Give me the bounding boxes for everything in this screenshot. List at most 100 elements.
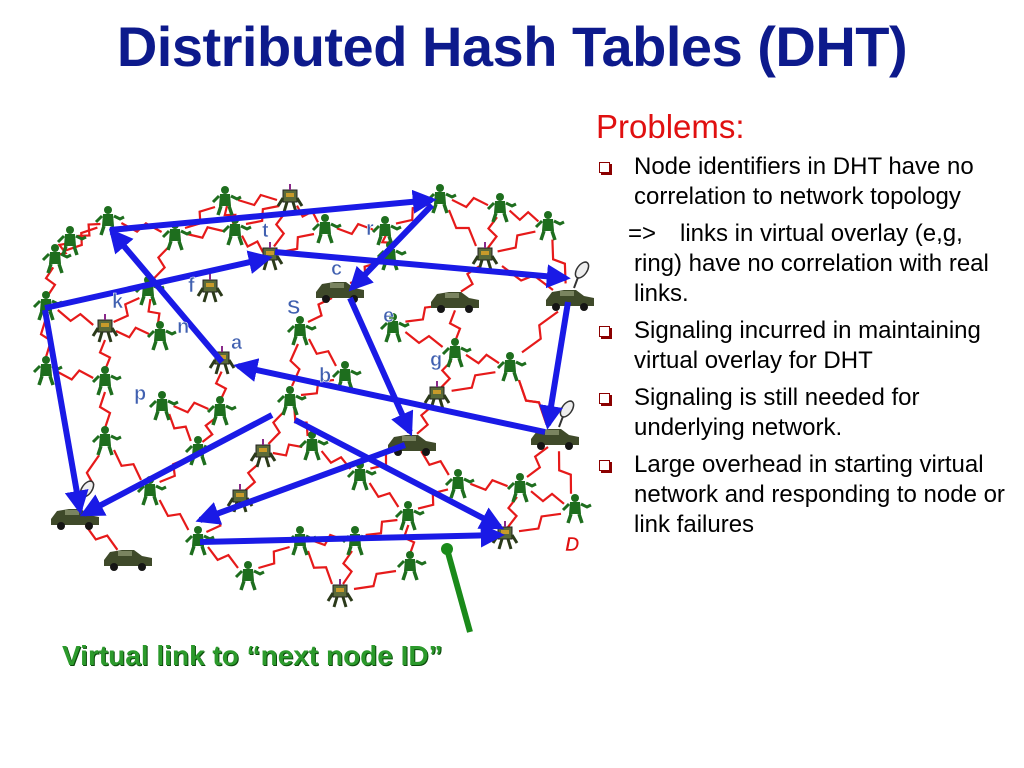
physical-link	[557, 451, 573, 494]
subnote-arrow: =>	[628, 220, 657, 247]
node-label-k: k	[112, 291, 124, 313]
robot-icon	[256, 242, 284, 271]
caption-pointer	[441, 543, 473, 633]
robot-icon	[196, 274, 224, 303]
soldier-icon	[276, 386, 307, 416]
physical-link	[416, 405, 433, 435]
physical-link	[158, 499, 190, 531]
physical-link	[115, 326, 150, 339]
soldier-icon	[206, 396, 237, 426]
vehicle-icon	[104, 550, 152, 571]
physical-links	[39, 193, 573, 591]
physical-link	[497, 230, 536, 253]
physical-link	[243, 463, 260, 492]
physical-link	[258, 545, 290, 570]
robot-icon	[326, 579, 354, 608]
physical-link	[517, 379, 548, 424]
problem-item: Signaling incurred in maintaining virtua…	[596, 316, 1016, 376]
problems-panel: Problems: Node identifiers in DHT have n…	[596, 108, 1016, 547]
physical-link	[320, 450, 352, 470]
slide-title: Distributed Hash Tables (DHT)	[116, 15, 908, 78]
soldier-icon	[286, 316, 317, 346]
soldier-icon	[298, 431, 329, 461]
physical-link	[530, 490, 565, 505]
physical-link	[267, 410, 286, 445]
node-label-f: f	[188, 275, 195, 297]
soldier-icon	[41, 244, 72, 274]
pointer-line	[444, 548, 473, 633]
virtual-links	[42, 189, 571, 548]
physical-link	[420, 450, 450, 476]
physical-link	[57, 309, 94, 326]
problem-text: Signaling incurred in maintaining virtua…	[634, 317, 981, 374]
soldier-icon	[534, 211, 565, 241]
virtual-link-arrow	[348, 202, 435, 292]
node-label-n: n	[177, 316, 189, 338]
physical-link	[518, 512, 562, 533]
physical-link	[508, 209, 540, 223]
virtual-link-arrow	[195, 442, 407, 525]
node-label-p: p	[134, 383, 146, 405]
physical-link	[469, 478, 509, 492]
virtual-link-arrow	[293, 417, 505, 530]
virtual-link-arrow	[108, 228, 225, 364]
physical-link	[152, 245, 171, 280]
network-nodes	[32, 184, 594, 608]
physical-link	[57, 369, 94, 381]
robot-icon	[226, 484, 254, 513]
physical-link	[308, 338, 337, 367]
physical-link	[368, 482, 400, 508]
physical-link	[214, 371, 228, 401]
physical-link	[521, 310, 559, 354]
physical-link	[98, 391, 112, 429]
satellite-dish-icon	[531, 400, 579, 450]
soldier-icon	[496, 352, 527, 382]
problem-item: Signaling is still needed for underlying…	[596, 383, 1016, 443]
soldier-icon	[379, 313, 410, 343]
physical-link	[341, 550, 354, 585]
physical-link	[98, 339, 112, 371]
virtual-link-arrow	[347, 296, 414, 437]
soldier-icon	[311, 214, 342, 244]
problem-text: Large overhead in starting virtual netwo…	[634, 451, 1005, 538]
soldier-icon	[506, 473, 537, 503]
virtual-link-arrow	[42, 309, 89, 515]
physical-link	[417, 488, 449, 510]
physical-link	[272, 443, 303, 457]
soldier-icon	[394, 501, 425, 531]
soldier-icon	[211, 186, 242, 216]
robot-icon	[471, 242, 499, 271]
node-label-s: S	[287, 297, 300, 319]
physical-link	[39, 317, 53, 358]
physical-link	[448, 310, 462, 342]
physical-link	[465, 353, 500, 365]
soldier-icon	[221, 216, 252, 246]
physical-link	[451, 196, 489, 209]
robot-icon	[249, 439, 277, 468]
physical-link	[186, 225, 224, 240]
physical-link	[353, 569, 397, 591]
soldier-icon	[56, 226, 87, 256]
square-bullet-icon	[599, 162, 610, 173]
robot-icon	[91, 314, 119, 343]
soldier-icon	[444, 469, 475, 499]
physical-link	[273, 210, 287, 248]
node-label-t: t	[262, 220, 269, 242]
square-bullet-icon	[599, 460, 610, 471]
physical-link	[84, 524, 119, 551]
physical-link	[147, 298, 161, 327]
node-label-e: e	[383, 305, 394, 327]
physical-link	[447, 209, 478, 247]
physical-link	[404, 331, 444, 348]
problems-heading: Problems:	[596, 108, 745, 145]
virtual-link-arrow	[539, 301, 571, 430]
virtual-link-arrow	[274, 249, 571, 289]
soldier-icon	[234, 561, 265, 591]
node-label-a: a	[231, 332, 243, 354]
node-label-g: g	[430, 349, 442, 371]
problem-subnote: => links in virtual overlay (e,g, ring) …	[596, 219, 1016, 309]
subnote-text: links in virtual overlay (e,g, ring) hav…	[634, 220, 989, 307]
soldier-icon	[441, 338, 472, 368]
